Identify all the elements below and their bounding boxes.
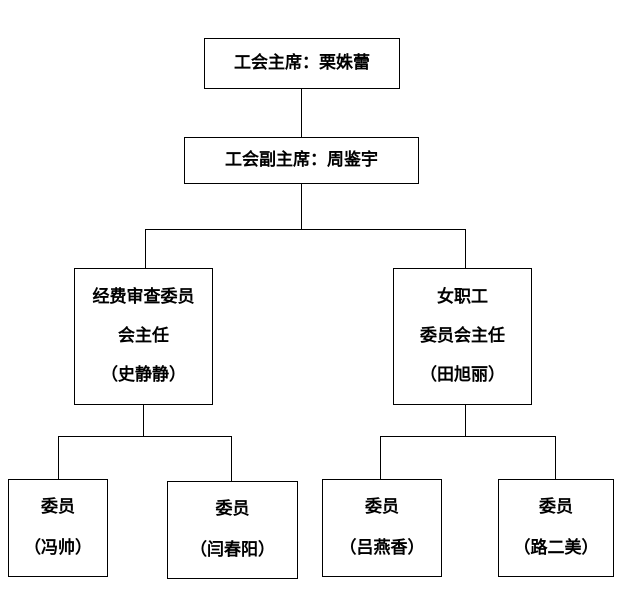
women-member-2-name: （路二美）: [513, 538, 599, 558]
women-committee-line-1: 女职工: [437, 287, 488, 307]
women-committee-line-3: （田旭丽）: [420, 365, 505, 385]
women-member-1-box: 委员 （吕燕香）: [322, 479, 442, 577]
chairman-box: 工会主席：栗姝蕾: [204, 38, 400, 89]
women-member-1-title: 委员: [365, 497, 399, 517]
audit-member-1-name: （冯帅）: [24, 538, 92, 558]
audit-committee-box: 经费审查委员 会主任 （史静静）: [74, 268, 213, 405]
audit-member-1-box: 委员 （冯帅）: [8, 479, 108, 577]
women-member-2-title: 委员: [539, 497, 573, 517]
women-member-1-name: （吕燕香）: [339, 538, 425, 558]
audit-committee-line-1: 经费审查委员: [92, 287, 195, 307]
audit-member-2-box: 委员 （闫春阳）: [167, 481, 298, 579]
vice-chairman-box: 工会副主席：周鉴宇: [184, 137, 419, 184]
women-committee-box: 女职工 委员会主任 （田旭丽）: [393, 268, 532, 405]
audit-committee-line-2: 会主任: [118, 326, 169, 346]
audit-committee-line-3: （史静静）: [101, 365, 186, 385]
chairman-label: 工会主席：栗姝蕾: [234, 53, 370, 73]
audit-member-1-title: 委员: [41, 497, 75, 517]
women-member-2-box: 委员 （路二美）: [498, 479, 614, 577]
women-committee-line-2: 委员会主任: [420, 326, 505, 346]
vice-chairman-label: 工会副主席：周鉴宇: [225, 150, 378, 170]
audit-member-2-name: （闫春阳）: [190, 540, 275, 560]
audit-member-2-title: 委员: [215, 499, 250, 519]
